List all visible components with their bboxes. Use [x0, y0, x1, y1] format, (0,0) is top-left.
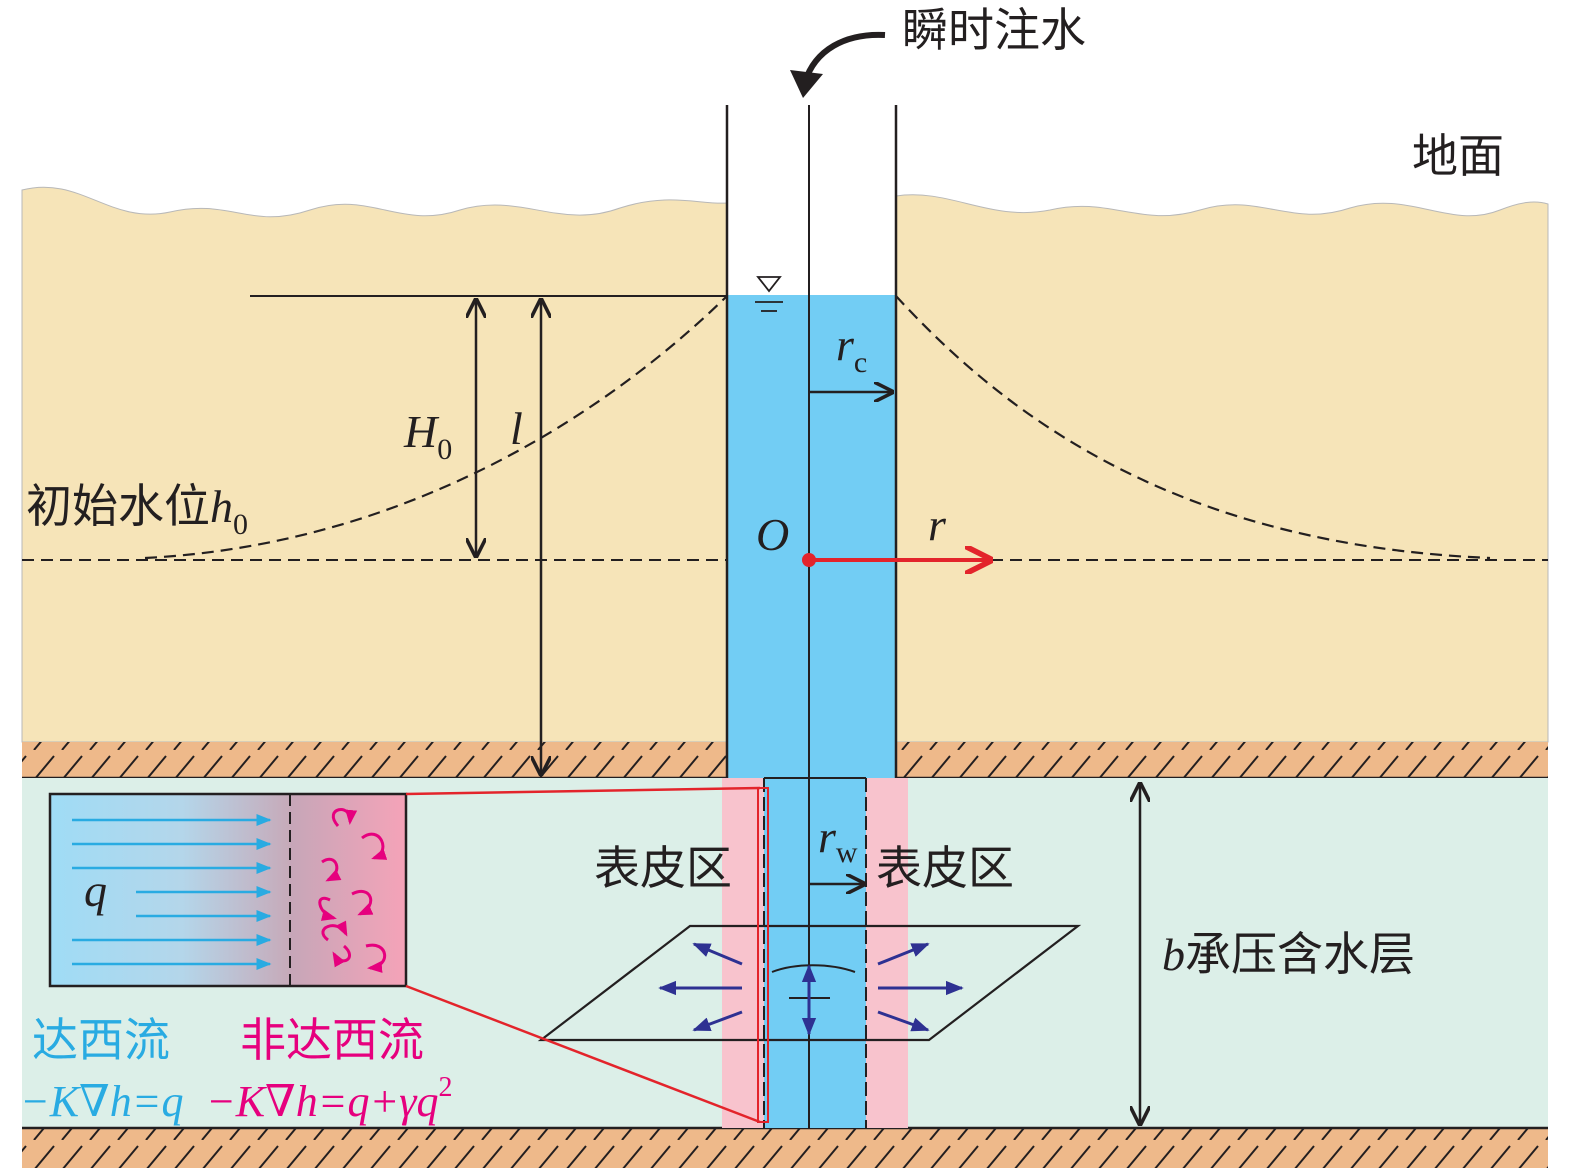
skin-zone-right-label: 表皮区: [876, 841, 1014, 895]
flow-plane: [537, 924, 1082, 1042]
darcy-equation: −K∇h=q: [20, 1077, 183, 1126]
radial-flow-arrows-icon: [658, 942, 964, 1036]
water-casing: [727, 295, 896, 778]
aquifer-label: b承压含水层: [1162, 927, 1415, 981]
water-level-symbol-icon: [755, 276, 783, 312]
injection-label: 瞬时注水: [902, 3, 1086, 57]
r-axis-label: r: [928, 499, 947, 550]
rc-label: rc: [836, 319, 867, 379]
skin-zone-right: [866, 778, 908, 1128]
non-darcy-label: 非达西流: [240, 1013, 424, 1067]
soil-right: [895, 194, 1549, 743]
skin-zone-left-label: 表皮区: [594, 841, 732, 895]
soil-left: [21, 186, 728, 743]
darcy-flow-box: [50, 794, 290, 986]
darcy-flow-arrows-icon: [72, 814, 272, 970]
darcy-label: 达西流: [32, 1013, 170, 1067]
head-curve-right: [895, 295, 1491, 560]
origin-point: [802, 553, 816, 567]
turbulent-eddies-icon: [318, 808, 388, 973]
q-label: q: [84, 865, 107, 916]
skin-zoom-frame: [757, 787, 769, 1123]
rw-label: rw: [818, 811, 858, 869]
H0-label: H0: [403, 406, 452, 466]
initial-level-label: 初始水位h0: [26, 479, 248, 541]
water-screen: [764, 778, 866, 1128]
origin-label: O: [756, 509, 789, 560]
l-label: l: [510, 403, 523, 454]
non-darcy-equation: −K∇h=q+γq2: [206, 1072, 452, 1126]
ground-label: 地面: [1412, 129, 1504, 183]
